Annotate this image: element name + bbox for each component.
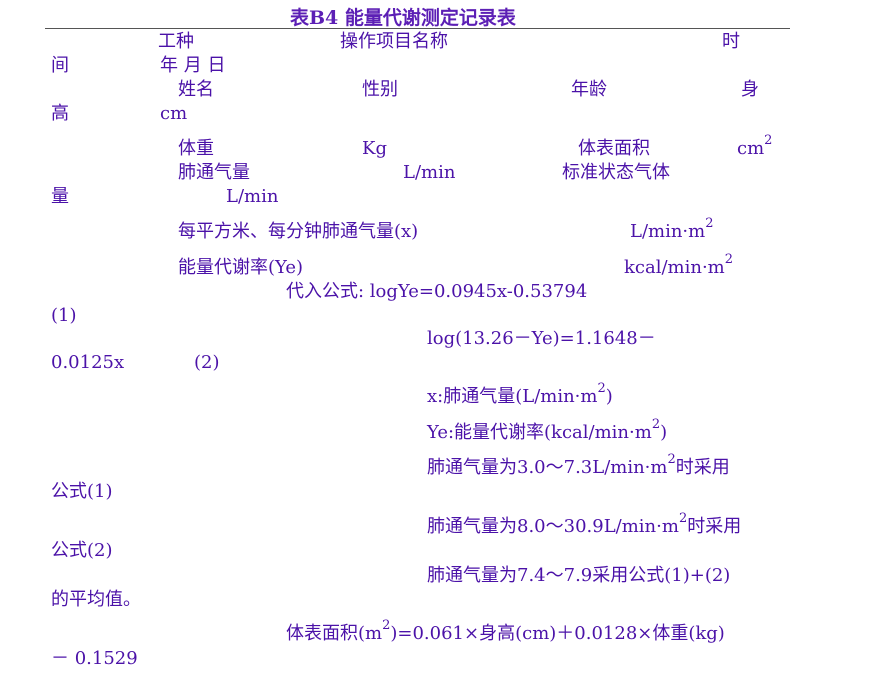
label-standard-gas-2: 量 [51,186,69,207]
unit-cm: cm [160,103,188,124]
label-gender: 性别 [362,79,398,100]
rule-formula-1: 肺通气量为3.0～7.3L/min·m2时采用 [427,452,730,478]
label-job-type: 工种 [158,31,194,52]
definition-ye: Ye:能量代谢率(kcal/min·m2) [427,417,668,443]
formula-2-number: (2) [194,352,220,373]
label-ventilation-per-m2: 每平方米、每分钟肺通气量(x) [178,221,419,242]
formula-body-surface-area-end: － 0.1529 [51,648,138,669]
rule-formula-average: 肺通气量为7.4～7.9采用公式(1)+(2) [427,565,731,586]
unit-lmin-1: L/min [403,162,456,183]
formula-1-number: (1) [51,305,77,326]
rule-formula-2: 肺通气量为8.0～30.9L/min·m2时采用 [427,511,742,537]
label-height-2: 高 [51,103,69,124]
unit-kg: Kg [362,138,387,159]
rule-formula-1-end: 公式(1) [51,481,113,502]
unit-cm2: cm2 [737,133,773,159]
title-rule [45,28,790,29]
formula-body-surface-area: 体表面积(m2)=0.061×身高(cm)＋0.0128×体重(kg) [286,618,725,644]
label-time-1: 时 [722,31,740,52]
formula-2-part-2: 0.0125x [51,352,125,373]
unit-lmin-m2: L/min·m2 [630,216,714,242]
label-body-surface-area: 体表面积 [578,138,650,159]
label-time-2: 间 [51,55,69,76]
label-age: 年龄 [571,79,607,100]
label-name: 姓名 [178,79,214,100]
label-operation-name: 操作项目名称 [340,31,448,52]
definition-x: x:肺通气量(L/min·m2) [427,381,613,407]
label-height-1: 身 [741,79,759,100]
unit-kcal-min-m2: kcal/min·m2 [624,252,734,278]
label-standard-gas-1: 标准状态气体 [562,162,670,183]
label-energy-metabolism: 能量代谢率(Ye) [178,257,304,278]
rule-formula-2-end: 公式(2) [51,540,113,561]
label-date: 年 月 日 [160,55,226,76]
formula-2-part-1: log(13.26－Ye)=1.1648－ [427,328,656,349]
label-ventilation: 肺通气量 [178,162,250,183]
rule-formula-average-end: 的平均值。 [51,589,141,610]
unit-lmin-2: L/min [226,186,279,207]
document-title: 表B4 能量代谢测定记录表 [290,7,516,29]
formula-1: 代入公式: logYe=0.0945x-0.53794 [286,281,588,302]
label-weight: 体重 [178,138,214,159]
